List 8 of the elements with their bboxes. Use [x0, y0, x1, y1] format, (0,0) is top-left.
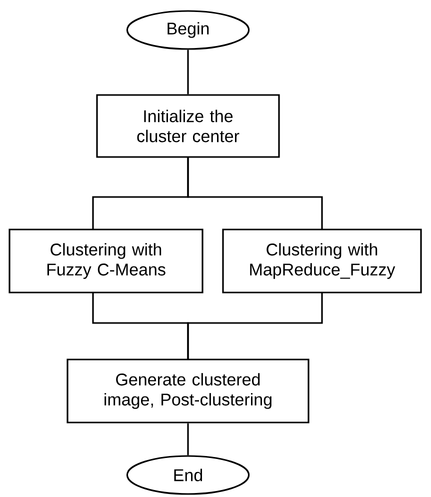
process-box: Initialize the cluster center — [96, 94, 280, 158]
process-box: Generate clustered image, Post-clustering — [66, 358, 310, 424]
connector-line — [187, 50, 189, 94]
connector-line — [187, 157, 323, 230]
process-box: Clustering with MapReduce_Fuzzy — [222, 228, 422, 294]
process-box: Clustering with Fuzzy C-Means — [8, 228, 204, 294]
connector-line — [187, 293, 323, 360]
connector-line — [187, 423, 189, 456]
